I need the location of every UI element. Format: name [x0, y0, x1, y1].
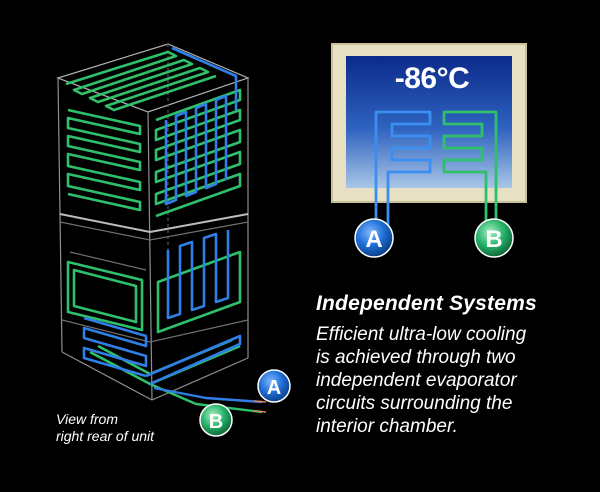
schematic-coil-b	[442, 110, 498, 230]
tube-ends	[253, 400, 267, 413]
outlet-badge-a: A	[257, 369, 291, 403]
section-heading: Independent Systems	[316, 292, 537, 315]
caption-line: View from	[56, 411, 118, 427]
description: Efficient ultra-low cooling is achieved …	[316, 323, 596, 438]
temperature-readout: -86°C	[394, 62, 470, 95]
outlet-badge-b: B	[199, 403, 233, 437]
caption-line: right rear of unit	[56, 428, 155, 444]
description-line: circuits surrounding the	[316, 393, 513, 414]
svg-text:A: A	[365, 226, 382, 253]
blue-evaporator-coil	[82, 46, 263, 404]
schematic-coil-a	[374, 110, 432, 230]
description-line: Efficient ultra-low cooling	[316, 324, 527, 345]
description-line: interior chamber.	[316, 416, 458, 437]
svg-text:A: A	[267, 377, 281, 399]
description-line: is achieved through two	[316, 347, 516, 368]
svg-text:B: B	[209, 411, 223, 433]
view-caption: View from right rear of unit	[56, 411, 154, 445]
schematic-badge-a: A	[354, 218, 394, 258]
svg-text:B: B	[485, 226, 502, 253]
schematic-badge-b: B	[474, 218, 514, 258]
description-line: independent evaporator	[316, 370, 517, 391]
